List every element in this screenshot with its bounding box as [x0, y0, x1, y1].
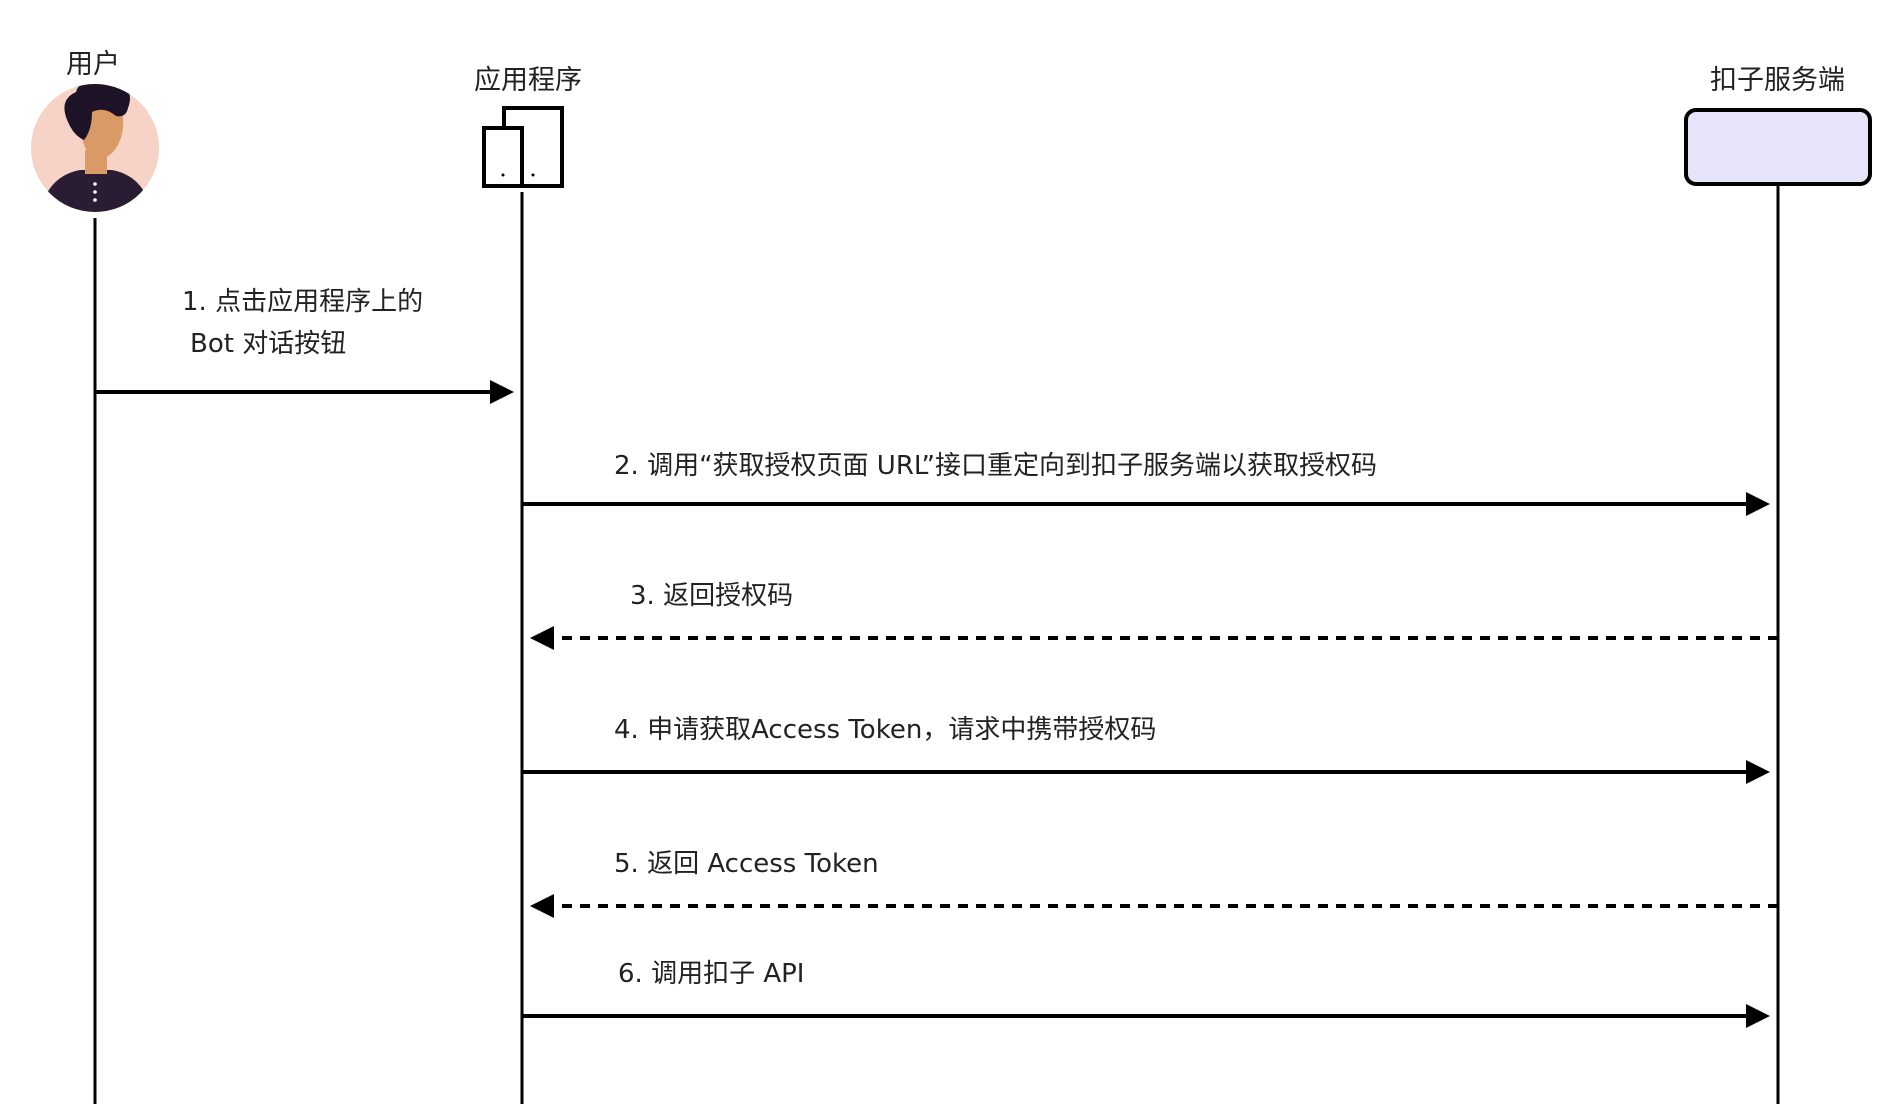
user-avatar-icon	[31, 84, 159, 212]
message-3-label: 3. 返回授权码	[630, 581, 794, 611]
message-2-label: 2. 调用“获取授权页面 URL”接口重定向到扣子服务端以获取授权码	[614, 451, 1378, 481]
message-3-arrowhead	[530, 626, 554, 650]
message-2-arrowhead	[1746, 492, 1770, 516]
message-4-arrowhead	[1746, 760, 1770, 784]
message-5-label: 5. 返回 Access Token	[614, 849, 879, 879]
message-arrows	[95, 380, 1778, 1028]
message-4-label: 4. 申请获取Access Token，请求中携带授权码	[614, 715, 1157, 745]
participant-label-app: 应用程序	[474, 65, 582, 96]
participant-label-server: 扣子服务端	[1710, 65, 1845, 96]
message-1-label-line2: Bot 对话按钮	[190, 329, 347, 359]
participant-label-user: 用户	[66, 49, 120, 80]
devices-icon	[482, 106, 564, 188]
message-1-arrowhead	[490, 380, 514, 404]
message-6-label: 6. 调用扣子 API	[618, 959, 805, 989]
message-1-label: 1. 点击应用程序上的	[182, 287, 424, 317]
message-6-arrowhead	[1746, 1004, 1770, 1028]
server-box	[1684, 108, 1872, 186]
message-5-arrowhead	[530, 894, 554, 918]
